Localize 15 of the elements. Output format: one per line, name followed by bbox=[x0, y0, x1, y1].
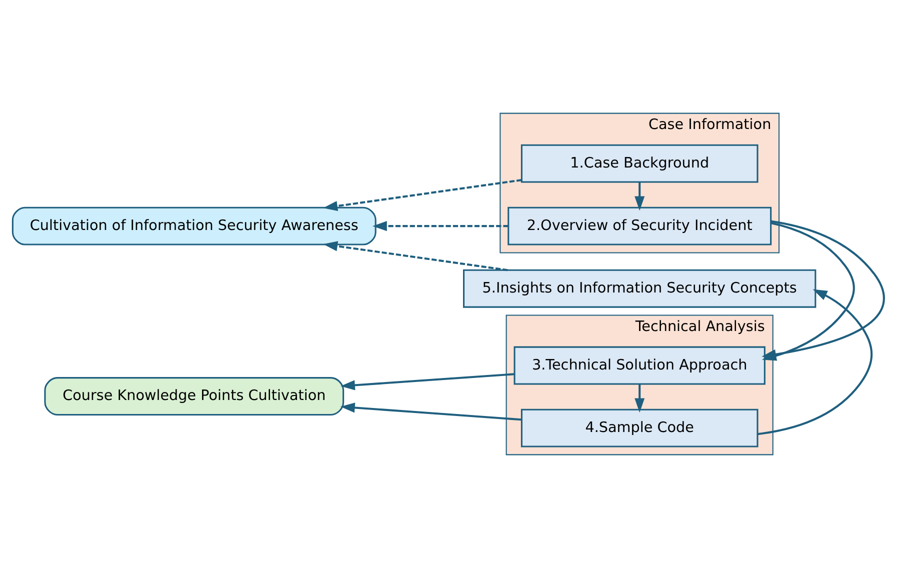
node-box: 5.Insights on Information Security Concepts bbox=[463, 269, 816, 308]
node-box: 2.Overview of Security Incident bbox=[508, 206, 772, 246]
arrow bbox=[340, 402, 522, 421]
arrow bbox=[634, 384, 645, 413]
node-box: Cultivation of Information Security Awareness bbox=[12, 206, 376, 246]
arrow bbox=[323, 179, 522, 211]
arrow bbox=[323, 241, 508, 272]
node-box: 1.Case Background bbox=[520, 144, 758, 183]
node-box: 4.Sample Code bbox=[520, 408, 758, 448]
node-box: 3.Technical Solution Approach bbox=[514, 346, 766, 385]
arrow bbox=[372, 221, 508, 232]
arrow bbox=[340, 373, 515, 390]
arrow bbox=[634, 182, 645, 211]
node-box: Course Knowledge Points Cultivation bbox=[44, 377, 344, 416]
arrow bbox=[757, 289, 873, 436]
